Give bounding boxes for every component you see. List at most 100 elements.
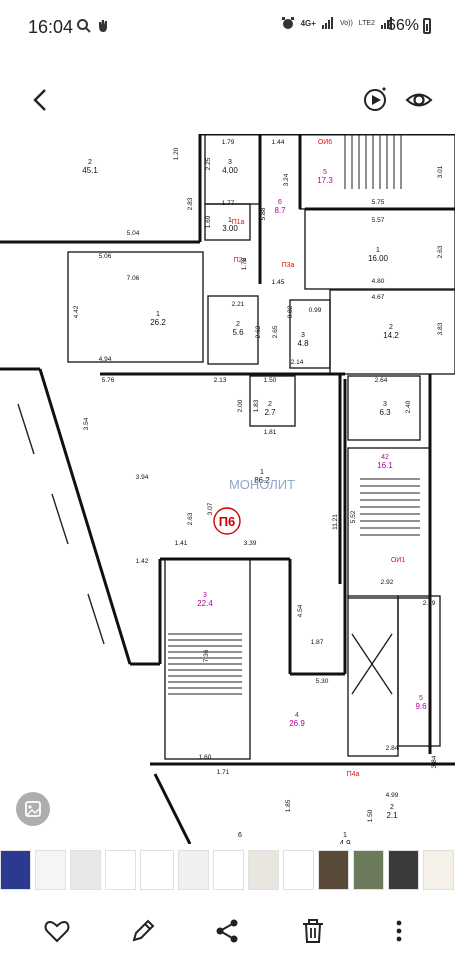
thumbnail-11[interactable] — [353, 850, 384, 890]
thumbnail-2[interactable] — [35, 850, 66, 890]
status-notification-icons — [76, 18, 110, 38]
signal-icon-1 — [321, 17, 333, 29]
dimension-label: 1.71 — [217, 769, 230, 776]
thumbnail-9[interactable] — [283, 850, 314, 890]
room-number: 2 — [390, 804, 394, 811]
network-4g-label: 4G+ — [300, 18, 316, 28]
room-number: 1 — [376, 247, 380, 254]
section-marker-circle — [213, 507, 241, 535]
dimension-label: 2.63 — [437, 245, 444, 258]
dimension-label: 4.99 — [386, 792, 399, 799]
room-outline-2-7 — [249, 375, 296, 427]
dimension-label: 3.24 — [283, 173, 290, 186]
view-details-button[interactable] — [404, 85, 434, 115]
room-outline-9-6 — [397, 595, 441, 747]
dimension-label: 11.21 — [332, 514, 339, 530]
dimension-label: 2.83 — [187, 197, 194, 210]
window-line — [87, 593, 105, 645]
thumbnail-4[interactable] — [105, 850, 136, 890]
room-area: 4.9 — [339, 839, 351, 844]
status-time: 16:04 — [28, 17, 74, 37]
zone-label: П1а — [232, 219, 245, 226]
thick-wall — [38, 368, 132, 665]
thick-wall — [153, 773, 192, 844]
dimension-label: 2.25 — [205, 157, 212, 170]
dimension-label: 1.20 — [173, 147, 180, 160]
thumbnail-10[interactable] — [318, 850, 349, 890]
thumbnail-8[interactable] — [248, 850, 279, 890]
room-area: 16.1 — [377, 461, 393, 470]
dimension-label: 0.82 — [287, 305, 294, 318]
scan-text-button[interactable] — [16, 792, 50, 826]
dimension-label: 3.94 — [136, 474, 149, 481]
dimension-label: 5.88 — [260, 207, 267, 220]
room-area: 86.2 — [254, 476, 270, 485]
room-number: 1 — [228, 217, 232, 224]
thumbnail-5[interactable] — [140, 850, 174, 890]
room-area: 2.1 — [386, 811, 398, 820]
room-number: 1 — [260, 469, 264, 476]
dimension-label: 5.06 — [99, 253, 112, 260]
room-number: 3 — [203, 592, 207, 599]
dimension-label: 5.75 — [372, 199, 385, 206]
dimension-label: 1.60 — [199, 754, 212, 761]
dimension-label: 0.99 — [309, 307, 322, 314]
room-area: 8.7 — [274, 206, 286, 215]
delete-button[interactable] — [298, 916, 328, 946]
dimension-label: 2.92 — [381, 579, 394, 586]
battery-icon — [423, 18, 431, 34]
dimension-label: 4.67 — [372, 294, 385, 301]
room-area: 26.9 — [289, 719, 305, 728]
dimension-label: 1.50 — [367, 809, 374, 822]
dimension-label: 5.57 — [372, 217, 385, 224]
dimension-label: 2.13 — [214, 377, 227, 384]
favorite-button[interactable] — [42, 916, 72, 946]
chevron-left-icon — [33, 89, 46, 111]
edit-button[interactable] — [128, 916, 158, 946]
room-number: 3 — [383, 401, 387, 408]
room-number: 2 — [236, 321, 240, 328]
dimension-label: 1.44 — [272, 139, 285, 146]
room-number: 6 — [278, 199, 282, 206]
share-button[interactable] — [212, 916, 242, 946]
thumbnail-13[interactable] — [423, 850, 454, 890]
room-number: 2 — [389, 324, 393, 331]
dimension-label: 4.80 — [372, 278, 385, 285]
thumbnail-6[interactable] — [178, 850, 209, 890]
zone-label: П2а — [234, 257, 247, 264]
room-area: 3.00 — [222, 224, 238, 233]
remaster-button[interactable] — [360, 85, 390, 115]
heart-icon — [44, 921, 70, 943]
room-area: 4.8 — [297, 339, 309, 348]
room-outline-3-00 — [204, 203, 251, 241]
window-line — [17, 403, 35, 455]
search-notification-icon — [77, 19, 91, 33]
thumbnail-7[interactable] — [213, 850, 244, 890]
room-outline-6-3 — [347, 375, 421, 441]
dimension-label: 3.07 — [207, 502, 214, 515]
room-number: 42 — [381, 454, 389, 461]
more-options-button[interactable] — [384, 916, 414, 946]
dimension-label: 1.87 — [311, 639, 324, 646]
dimension-label: 5.04 — [127, 230, 140, 237]
room-area: 2.7 — [264, 408, 276, 417]
room-area: 5.6 — [232, 328, 244, 337]
thumbnail-1[interactable] — [0, 850, 31, 890]
room-number: 5 — [323, 169, 327, 176]
remaster-icon — [364, 87, 386, 111]
viewer-bottom-bar — [0, 900, 455, 960]
status-bar: 16:04 4G+ Vo)) LTE2 66% — [0, 0, 455, 58]
thumbnail-3[interactable] — [70, 850, 101, 890]
dimension-label: 1.69 — [205, 215, 212, 228]
watermark-logo: МОНОЛИТ — [229, 477, 295, 492]
room-outline-stair-right — [347, 447, 431, 599]
dimension-label: 7.36 — [203, 649, 210, 662]
dimension-label: 2.00 — [237, 399, 244, 412]
back-button[interactable] — [26, 84, 58, 116]
alarm-icon — [281, 17, 294, 29]
thumbnail-12[interactable] — [388, 850, 419, 890]
share-icon — [216, 919, 238, 943]
dimension-label: 3.39 — [244, 540, 257, 547]
image-scan-icon — [25, 801, 41, 817]
